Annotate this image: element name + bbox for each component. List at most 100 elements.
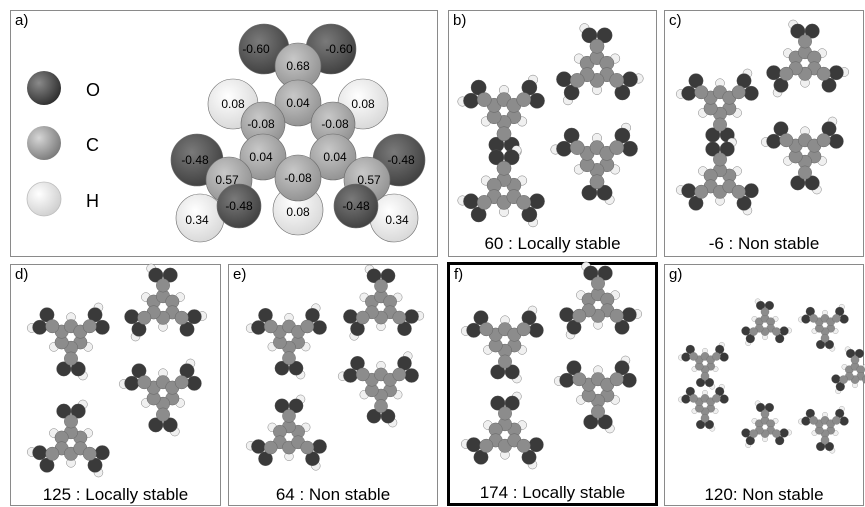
atom — [766, 65, 782, 81]
atom — [609, 140, 625, 155]
charge-label-o-right: -0.48 — [387, 153, 415, 167]
legend-label-o: O — [86, 80, 101, 100]
ring-center — [803, 61, 807, 65]
atom — [45, 319, 60, 334]
molecule — [457, 145, 545, 228]
atom — [343, 368, 358, 383]
atom — [832, 314, 841, 323]
atom — [589, 38, 605, 54]
atom — [713, 152, 727, 167]
atom — [862, 375, 865, 384]
atom — [404, 368, 419, 383]
atom — [186, 375, 202, 391]
atom — [696, 419, 706, 430]
molecule — [457, 74, 545, 157]
charge-label-h-upper-left: 0.08 — [221, 97, 245, 111]
molecule — [766, 19, 850, 98]
atom — [835, 382, 845, 392]
atom — [528, 437, 544, 453]
atom — [715, 344, 725, 354]
caption-c: -6 : Non stable — [708, 234, 820, 253]
atom — [775, 436, 785, 446]
panel-c: c) -6 : Non stable — [664, 10, 864, 257]
ring-center — [379, 383, 383, 387]
atom — [490, 364, 506, 380]
atom — [186, 309, 202, 325]
atom — [300, 319, 315, 334]
ring-center — [703, 361, 707, 365]
atom — [798, 34, 812, 49]
panel-label-g: g) — [669, 266, 683, 283]
charge-label-c-top: 0.68 — [286, 59, 310, 73]
atom — [597, 265, 613, 281]
atom — [463, 193, 479, 210]
atom — [581, 184, 598, 201]
atom — [56, 361, 72, 377]
ring-center — [161, 305, 165, 309]
legend-oxygen-sphere — [27, 71, 61, 105]
molecule — [337, 351, 419, 428]
legend-hydrogen-sphere — [26, 181, 62, 217]
ring-center — [596, 388, 600, 392]
molecule — [26, 302, 110, 381]
atom — [775, 334, 785, 344]
atom — [681, 183, 697, 199]
atom — [476, 92, 492, 107]
atom — [466, 322, 482, 338]
molecule — [675, 68, 759, 147]
charge-label-c-carbonyl-right: 0.57 — [357, 173, 381, 187]
panel-e: e) 64 : Non stable — [228, 264, 438, 506]
atom — [835, 408, 845, 418]
molecule — [798, 406, 849, 454]
panel-f: f) 174 : Locally stable — [447, 261, 658, 506]
atom — [32, 445, 48, 461]
atom — [64, 414, 78, 429]
atom — [124, 309, 140, 325]
atom — [805, 408, 815, 418]
molecule — [556, 23, 644, 106]
molecule — [118, 358, 202, 437]
atom — [839, 416, 849, 426]
panel-label-a: a) — [15, 12, 29, 29]
molecule-arrangement-b — [457, 23, 644, 228]
atom — [528, 322, 544, 338]
atom — [760, 307, 770, 317]
atom — [839, 314, 849, 324]
ring-center — [823, 323, 827, 327]
atom — [529, 92, 545, 109]
atom — [828, 133, 844, 149]
atom — [609, 308, 624, 323]
atom — [64, 351, 78, 366]
atom — [516, 195, 532, 210]
atom — [689, 394, 698, 403]
atom — [621, 307, 637, 323]
atom — [816, 339, 826, 350]
atom — [479, 438, 494, 453]
legend-label-c: C — [86, 135, 99, 155]
atom — [764, 402, 774, 413]
atom — [355, 310, 370, 325]
atom — [749, 327, 758, 336]
atom — [832, 416, 841, 425]
molecule — [675, 137, 759, 216]
legend-label-h: H — [86, 191, 99, 211]
atom — [743, 183, 759, 199]
atom-c-right — [309, 133, 357, 181]
atom — [820, 333, 830, 343]
atom — [137, 310, 152, 325]
atom — [529, 193, 545, 210]
atom — [831, 374, 841, 384]
atom — [779, 428, 789, 438]
atom — [300, 440, 315, 455]
atom — [779, 326, 789, 336]
panel-label-e: e) — [233, 266, 247, 283]
atom-o-lower-right — [333, 183, 379, 229]
caption-b: 60 : Locally stable — [484, 234, 621, 253]
atom — [366, 408, 382, 424]
atom — [621, 372, 637, 388]
caption-g: 120: Non stable — [704, 485, 824, 504]
ring-center — [287, 335, 291, 339]
atom — [466, 437, 482, 453]
charge-label-o-left: -0.48 — [181, 153, 209, 167]
atom — [816, 66, 831, 81]
